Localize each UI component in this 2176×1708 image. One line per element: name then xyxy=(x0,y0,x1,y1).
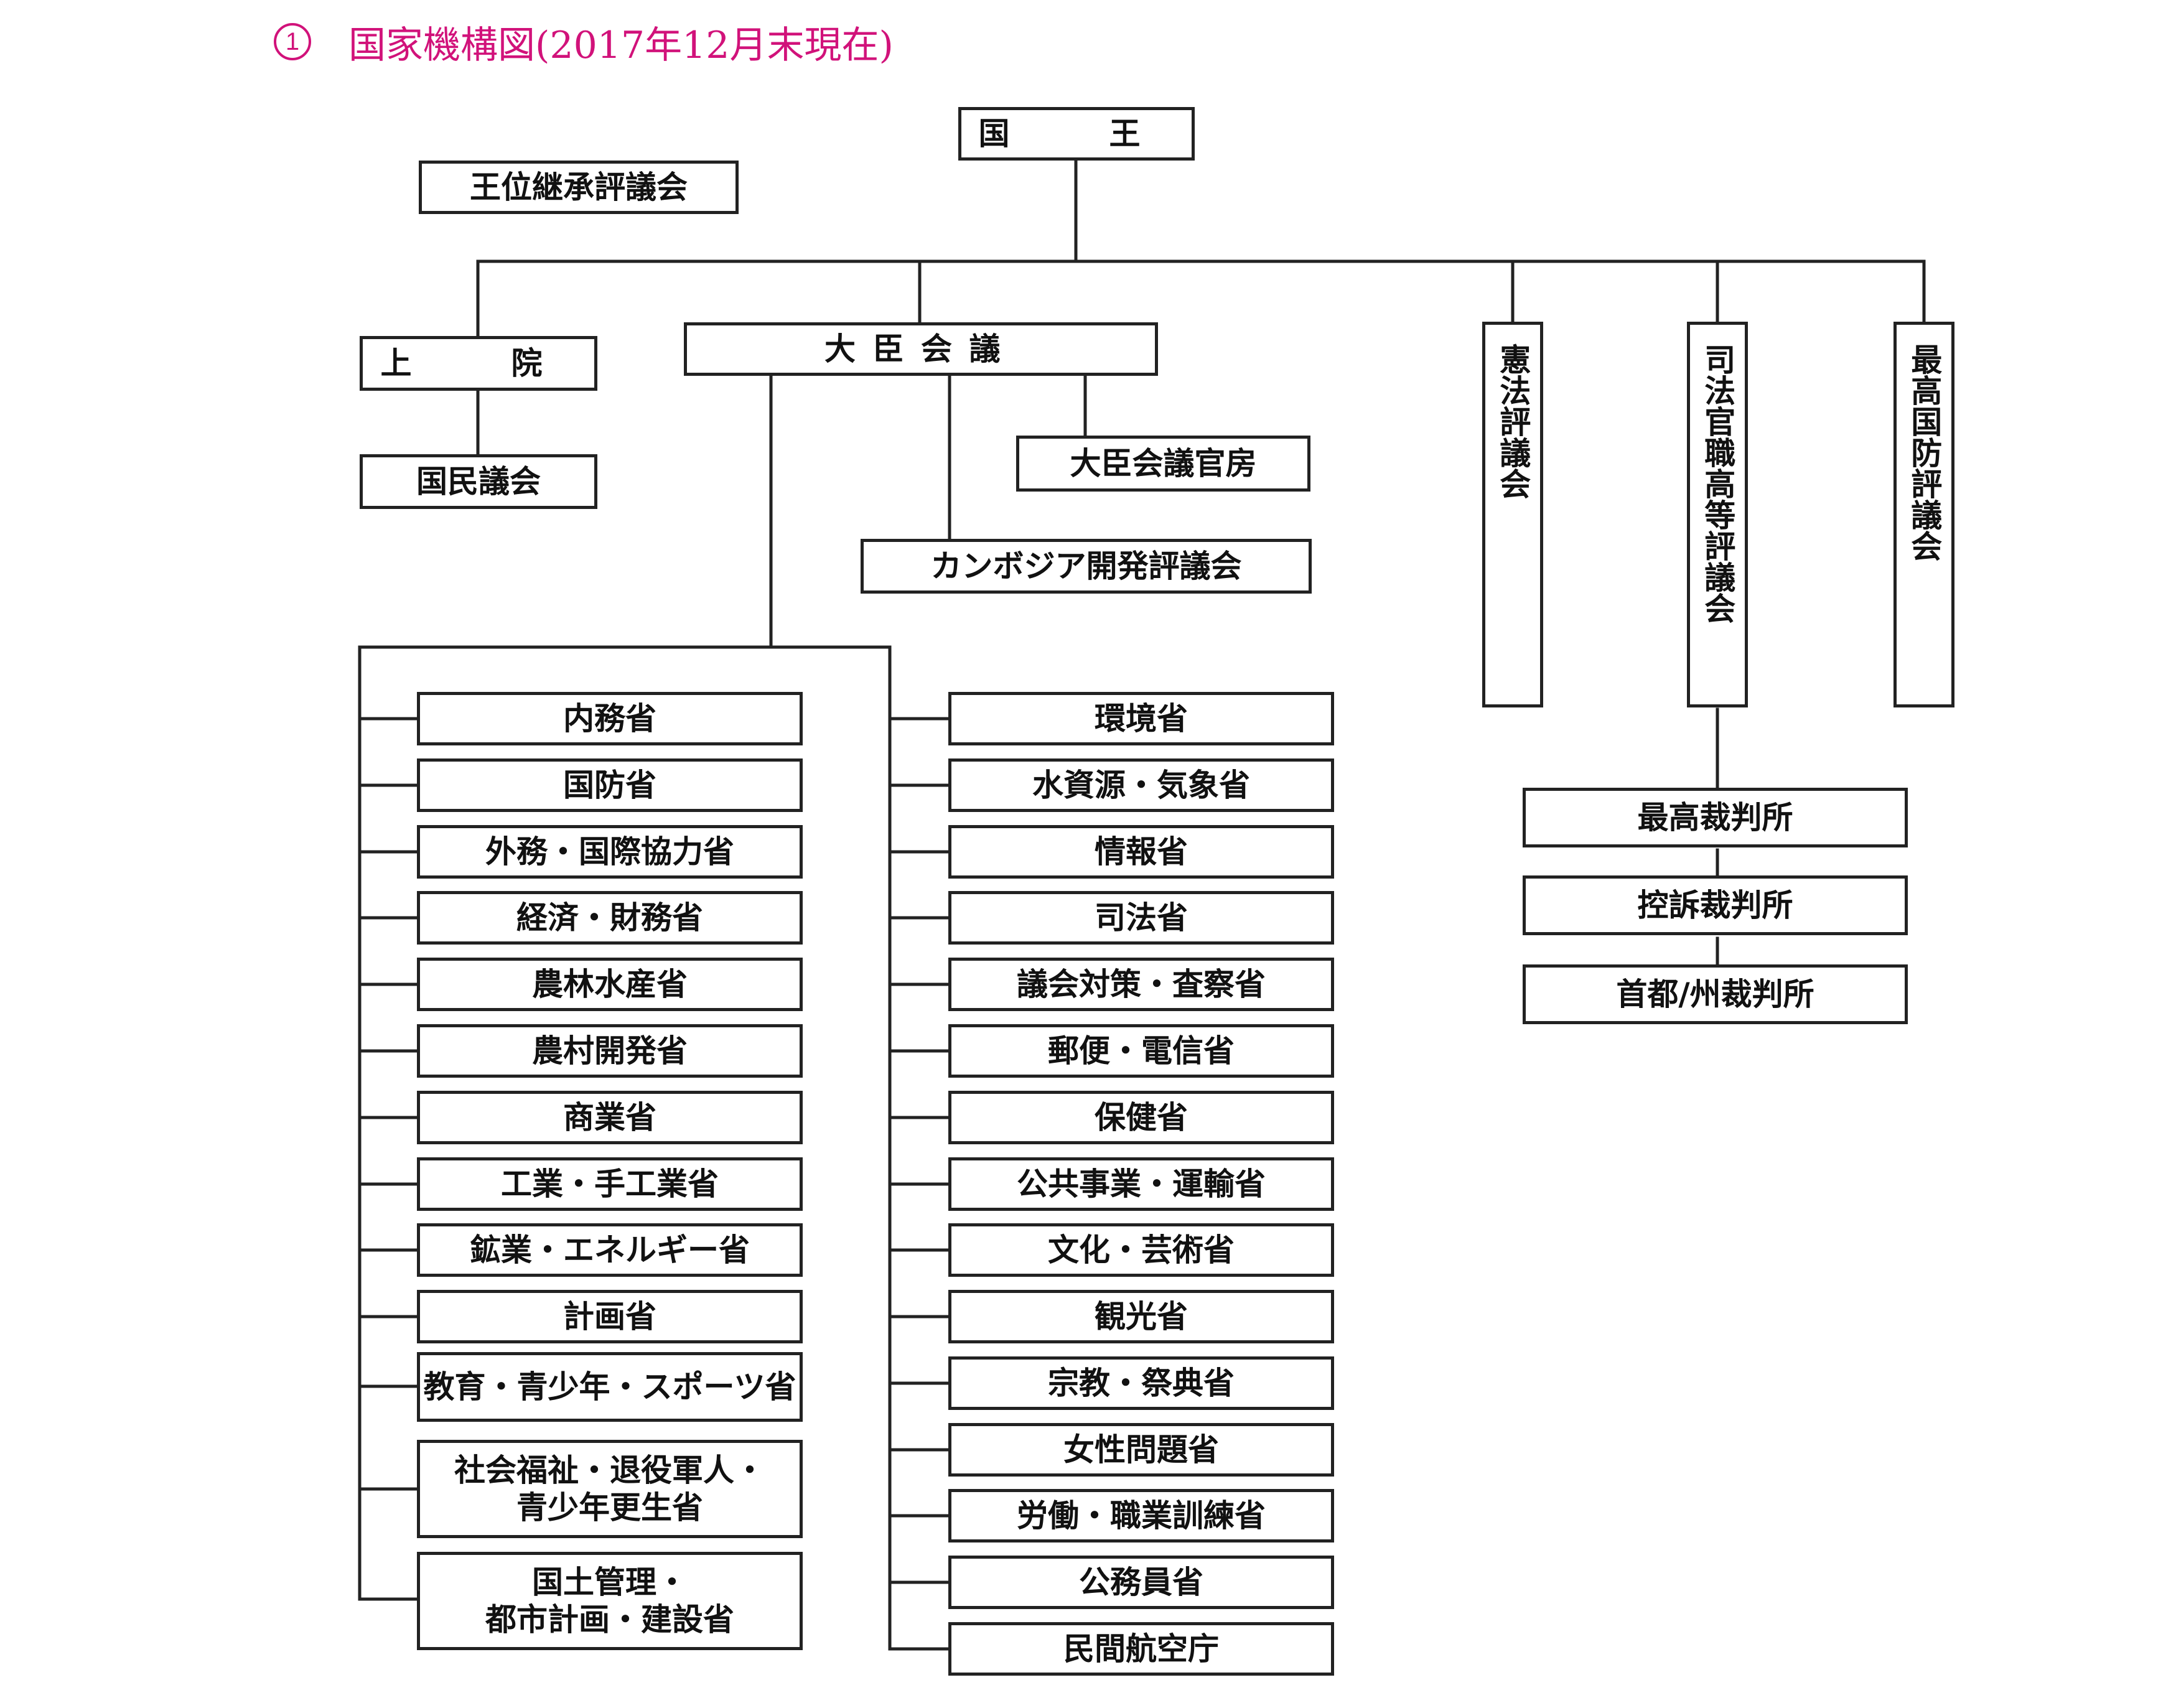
cambodia-development-council-node: カンボジア開発評議会 xyxy=(861,539,1312,594)
national-assembly-node: 国民議会 xyxy=(360,454,597,509)
ministry-box: 観光省 xyxy=(948,1290,1334,1343)
supreme-court-node: 最高裁判所 xyxy=(1523,788,1908,847)
ministry-box: 公共事業・運輸省 xyxy=(948,1157,1334,1211)
ministry-box: 郵便・電信省 xyxy=(948,1024,1334,1078)
supreme-defense-council-node: 最高国防評議会 xyxy=(1893,322,1954,707)
ministry-box: 情報省 xyxy=(948,825,1334,879)
ministry-box: 農林水産省 xyxy=(417,958,803,1011)
ministry-box: 商業省 xyxy=(417,1091,803,1144)
supreme-council-magistracy-node: 司法官職高等評議会 xyxy=(1687,322,1748,707)
ministry-box: 宗教・祭典省 xyxy=(948,1356,1334,1410)
ministry-box: 外務・国際協力省 xyxy=(417,825,803,879)
ministry-box: 文化・芸術省 xyxy=(948,1223,1334,1277)
senate-node: 上 院 xyxy=(360,336,597,391)
figure-header: 1 国家機構図(2017年12月末現在) xyxy=(274,14,894,70)
ministry-box: 農村開発省 xyxy=(417,1024,803,1078)
ministry-box: 鉱業・エネルギー省 xyxy=(417,1223,803,1277)
ministry-box: 工業・手工業省 xyxy=(417,1157,803,1211)
supreme-defense-council-label: 最高国防評議会 xyxy=(1906,343,1943,561)
council-of-ministers-node: 大臣会議 xyxy=(684,322,1158,376)
ministry-box: 保健省 xyxy=(948,1091,1334,1144)
ministry-box: 教育・青少年・スポーツ省 xyxy=(417,1352,803,1422)
ministry-box: 内務省 xyxy=(417,692,803,745)
ministry-box: 環境省 xyxy=(948,692,1334,745)
ministry-box: 水資源・気象省 xyxy=(948,758,1334,812)
figure-title: 国家機構図(2017年12月末現在) xyxy=(348,23,894,67)
ministry-box: 計画省 xyxy=(417,1290,803,1343)
ministry-box: 国土管理・ 都市計画・建設省 xyxy=(417,1552,803,1650)
cabinet-secretariat-node: 大臣会議官房 xyxy=(1016,436,1310,492)
ministry-box: 社会福祉・退役軍人・ 青少年更生省 xyxy=(417,1440,803,1538)
ministry-box: 国防省 xyxy=(417,758,803,812)
ministry-box: 女性問題省 xyxy=(948,1423,1334,1477)
ministry-box: 司法省 xyxy=(948,891,1334,945)
municipal-provincial-court-node: 首都/州裁判所 xyxy=(1523,964,1908,1024)
succession-council-node: 王位継承評議会 xyxy=(419,161,739,214)
appeal-court-node: 控訴裁判所 xyxy=(1523,875,1908,935)
ministry-box: 経済・財務省 xyxy=(417,891,803,945)
figure-number-badge: 1 xyxy=(274,23,311,60)
ministry-box: 民間航空庁 xyxy=(948,1622,1334,1676)
king-node: 国 王 xyxy=(958,107,1195,161)
ministry-box: 議会対策・査察省 xyxy=(948,958,1334,1011)
supreme-council-magistracy-label: 司法官職高等評議会 xyxy=(1699,343,1736,623)
constitutional-council-node: 憲法評議会 xyxy=(1482,322,1543,707)
constitutional-council-label: 憲法評議会 xyxy=(1495,343,1531,499)
ministry-box: 公務員省 xyxy=(948,1556,1334,1609)
ministry-box: 労働・職業訓練省 xyxy=(948,1489,1334,1542)
